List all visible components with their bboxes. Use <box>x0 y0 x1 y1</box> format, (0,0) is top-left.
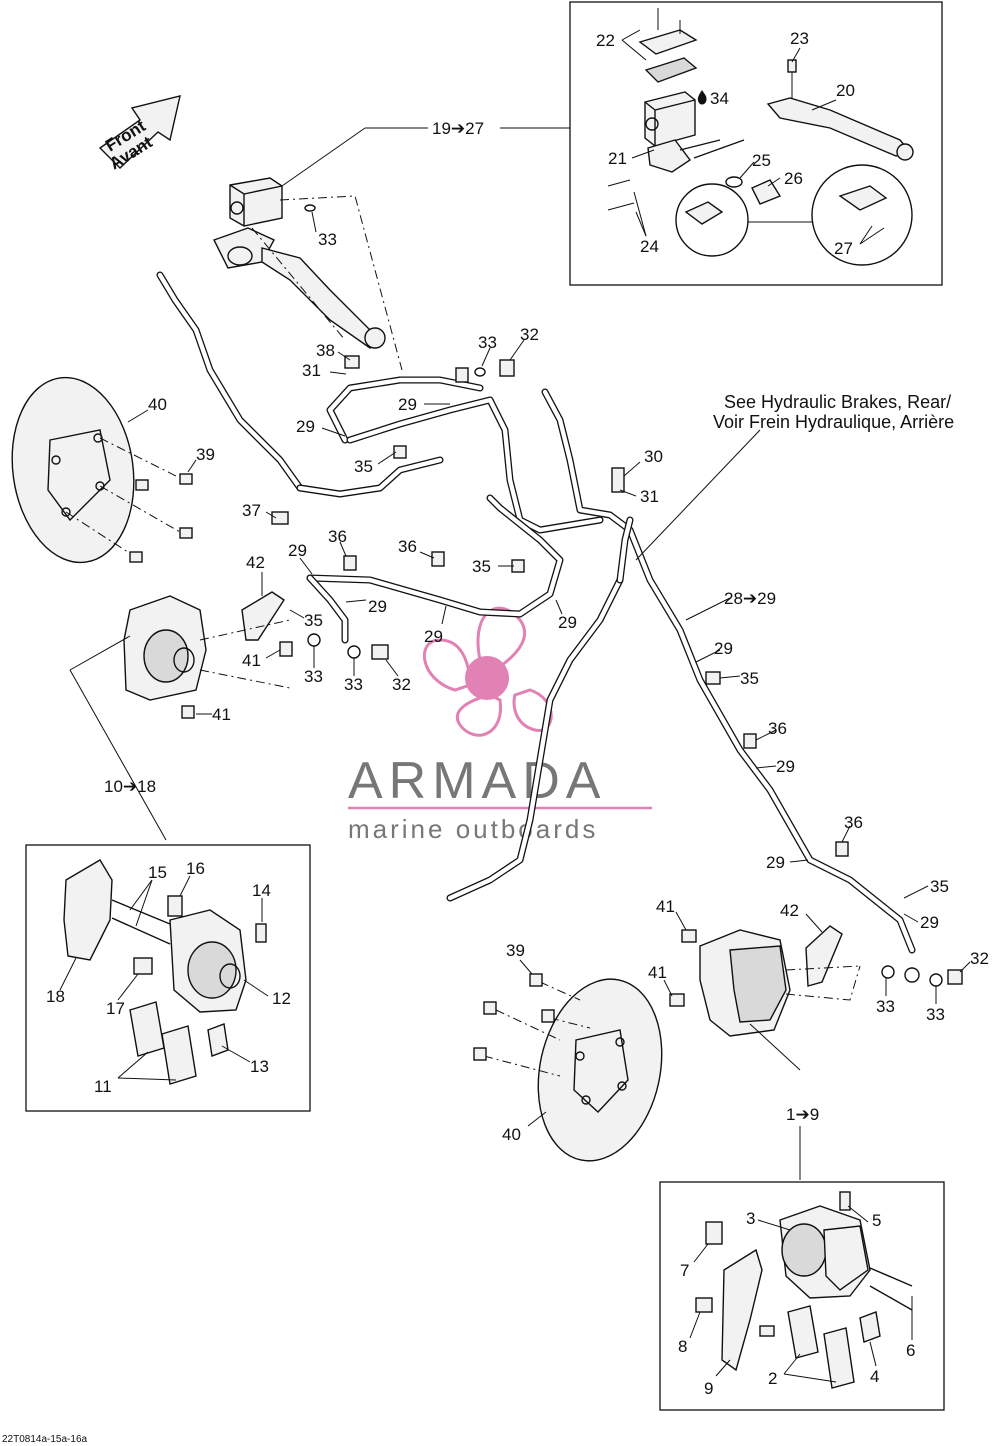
part-callout: 22 <box>596 31 615 50</box>
part-group-label: 19➔27 <box>432 119 484 138</box>
part-callout: 24 <box>640 237 659 256</box>
part-group-label: 28➔29 <box>724 589 776 608</box>
part-callout: 26 <box>784 169 803 188</box>
part-callout: 29 <box>776 757 795 776</box>
part-callout: 7 <box>680 1261 689 1280</box>
part-callout: 20 <box>836 81 855 100</box>
part-callout: 42 <box>780 901 799 920</box>
part-callout: 35 <box>354 457 373 476</box>
part-callout: 16 <box>186 859 205 878</box>
caliper-detail-box-right: 3 5 7 8 9 2 4 6 <box>659 1181 945 1411</box>
part-callout: 39 <box>506 941 525 960</box>
part-callout: 42 <box>246 553 265 572</box>
part-callout: 32 <box>970 949 989 968</box>
part-callout: 15 <box>148 863 167 882</box>
part-callout: 29 <box>920 913 939 932</box>
part-callout: 30 <box>644 447 663 466</box>
part-callout: 33 <box>478 333 497 352</box>
part-callout: 29 <box>558 613 577 632</box>
part-callout: 33 <box>344 675 363 694</box>
part-callout: 33 <box>876 997 895 1016</box>
part-callout: 32 <box>520 325 539 344</box>
part-callout: 25 <box>752 151 771 170</box>
front-caliper-left: 10➔18 <box>69 572 291 841</box>
part-callout: 29 <box>766 853 785 872</box>
part-callout: 2 <box>768 1369 777 1388</box>
front-master-cylinder: 33 <box>213 177 386 349</box>
part-callout: 17 <box>106 999 125 1018</box>
part-callout: 31 <box>640 487 659 506</box>
part-callout: 40 <box>502 1125 521 1144</box>
part-callout: 36 <box>844 813 863 832</box>
part-callout: 29 <box>424 627 443 646</box>
part-callout: 41 <box>212 705 231 724</box>
reference-code: 22T0814a-15a-16a <box>2 1434 88 1445</box>
part-callout: 41 <box>656 897 675 916</box>
part-callout: 4 <box>870 1367 879 1386</box>
master-cylinder-detail-box: 22 23 34 20 21 25 26 24 27 <box>569 1 943 286</box>
part-callout: 12 <box>272 989 291 1008</box>
part-callout: 36 <box>768 719 787 738</box>
propeller-logo <box>423 606 553 737</box>
oil-droplet-icon <box>697 90 707 105</box>
front-direction-arrow: Front Avant <box>98 95 181 173</box>
front-caliper-right: 41 41 42 1➔9 <box>648 897 861 1180</box>
part-callout: 36 <box>328 527 347 546</box>
see-rear-brakes-note: Voir Frein Hydraulique, Arrière <box>713 412 954 432</box>
part-callout: 3 <box>746 1209 755 1228</box>
brake-disc-right: 39 40 <box>473 941 663 1162</box>
part-callout: 29 <box>398 395 417 414</box>
see-rear-brakes-note: See Hydraulic Brakes, Rear/ <box>724 392 951 412</box>
part-callout: 9 <box>704 1379 713 1398</box>
part-callout: 40 <box>148 395 167 414</box>
part-callout: 6 <box>906 1341 915 1360</box>
part-callout: 35 <box>304 611 323 630</box>
part-callout: 38 <box>316 341 335 360</box>
part-callout: 21 <box>608 149 627 168</box>
part-callout: 35 <box>930 877 949 896</box>
part-callout: 41 <box>648 963 667 982</box>
part-callout: 18 <box>46 987 65 1006</box>
brake-disc-left: 40 39 <box>11 376 215 564</box>
part-callout: 35 <box>472 557 491 576</box>
part-callout: 37 <box>242 501 261 520</box>
part-callout: 23 <box>790 29 809 48</box>
part-callout: 29 <box>296 417 315 436</box>
part-callout: 11 <box>94 1077 112 1096</box>
part-callout: 27 <box>834 239 853 258</box>
part-callout: 8 <box>678 1337 687 1356</box>
part-callout: 39 <box>196 445 215 464</box>
part-callout: 13 <box>250 1057 269 1076</box>
part-callout: 36 <box>398 537 417 556</box>
part-callout: 31 <box>302 361 321 380</box>
part-callout: 34 <box>710 89 729 108</box>
part-group-label: 1➔9 <box>786 1105 819 1124</box>
watermark-title: ARMADA <box>348 752 606 810</box>
armada-watermark: ARMADA marine outboards <box>348 606 652 844</box>
watermark-subtitle: marine outboards <box>348 814 598 844</box>
part-callout: 33 <box>304 667 323 686</box>
part-callout: 33 <box>318 230 337 249</box>
part-callout: 29 <box>368 597 387 616</box>
part-callout: 5 <box>872 1211 881 1230</box>
part-callout: 29 <box>714 639 733 658</box>
part-callout: 32 <box>392 675 411 694</box>
part-callout: 14 <box>252 881 271 900</box>
brake-hoses <box>156 271 916 954</box>
part-callout: 35 <box>740 669 759 688</box>
hose-fittings: 38 31 33 32 29 29 35 37 30 31 29 36 36 3… <box>196 325 989 1024</box>
caliper-detail-box-left: 15 16 14 18 17 12 13 11 <box>25 844 311 1112</box>
part-callout: 41 <box>242 651 261 670</box>
part-callout: 29 <box>288 541 307 560</box>
part-group-label: 10➔18 <box>104 777 156 796</box>
part-callout: 33 <box>926 1005 945 1024</box>
